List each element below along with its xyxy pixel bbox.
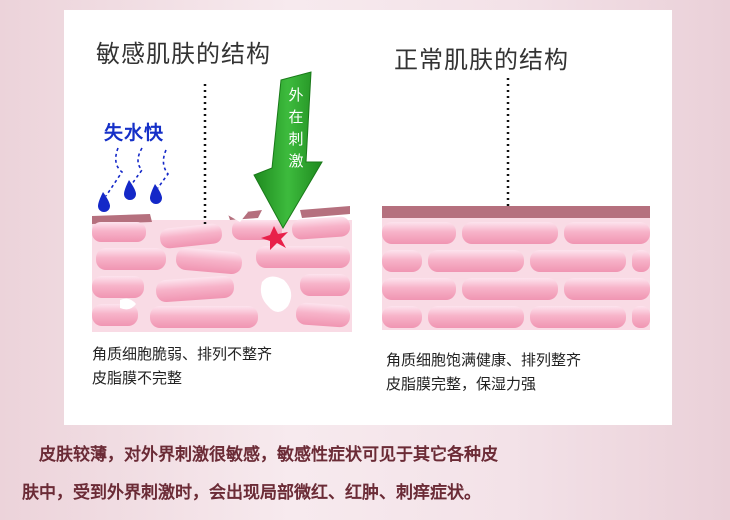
skin-cell <box>96 248 166 270</box>
sebum-fragment <box>300 206 350 218</box>
skin-cell <box>382 278 456 300</box>
skin-cell <box>232 220 282 240</box>
skin-cell <box>632 306 650 328</box>
water-drop-icon <box>124 180 136 200</box>
water-drop-icon <box>150 184 162 204</box>
caption-line: 皮脂膜完整，保湿力强 <box>386 375 537 393</box>
external-stimulus-arrow <box>253 71 323 230</box>
skin-cell <box>176 247 242 275</box>
arrow-char: 刺 <box>288 130 304 148</box>
cell-gap <box>120 298 136 310</box>
skin-cell <box>564 278 650 300</box>
skin-cell <box>564 222 650 244</box>
external-stimulus-label: 外 在 刺 激 <box>286 84 306 172</box>
description-line: 皮肤较薄，对外界刺激很敏感，敏感性症状可见于其它各种皮 <box>22 445 498 465</box>
sebum-layer <box>382 206 650 218</box>
water-drop-icon <box>98 192 110 212</box>
skin-cell <box>632 250 650 272</box>
skin-cell <box>256 246 350 268</box>
skin-cell <box>382 222 456 244</box>
skin-cell <box>530 250 626 272</box>
skin-cell <box>291 216 351 240</box>
caption-line: 皮脂膜不完整 <box>92 369 183 387</box>
sensitive-skin-caption: 角质细胞脆弱、排列不整齐 皮脂膜不完整 <box>92 342 272 390</box>
skin-cell <box>428 306 524 328</box>
skin-cell <box>382 250 422 272</box>
normal-skin-caption: 角质细胞饱满健康、排列整齐 皮脂膜完整，保湿力强 <box>386 348 581 396</box>
sensitive-skin-title: 敏感肌肤的结构 <box>96 40 271 68</box>
skin-cell <box>156 275 234 303</box>
normal-skin-title: 正常肌肤的结构 <box>394 46 569 74</box>
skin-cell <box>300 274 350 296</box>
arrow-char: 激 <box>288 152 304 170</box>
cell-gap <box>260 276 292 312</box>
skin-cell <box>295 302 351 328</box>
description-line: 肤中，受到外界刺激时，会出现局部微红、红肿、刺痒症状。 <box>22 483 481 503</box>
normal-skin-layer <box>382 206 650 330</box>
sebum-fragment <box>92 214 152 224</box>
skin-cell <box>160 223 222 249</box>
skin-cell <box>92 304 138 326</box>
sensitive-skin-layer <box>92 204 352 332</box>
skin-cell <box>462 222 558 244</box>
skin-cell <box>150 306 258 328</box>
skin-cell <box>382 306 422 328</box>
skin-cell <box>530 306 626 328</box>
arrow-char: 在 <box>288 108 304 126</box>
description-paragraph: 皮肤较薄，对外界刺激很敏感，敏感性症状可见于其它各种皮 肤中，受到外界刺激时，会… <box>22 436 712 512</box>
water-loss-drops <box>98 147 170 212</box>
caption-line: 角质细胞脆弱、排列不整齐 <box>92 345 273 363</box>
water-loss-label: 失水快 <box>104 122 165 144</box>
arrow-char: 外 <box>288 86 304 104</box>
skin-cell <box>92 276 144 298</box>
caption-line: 角质细胞饱满健康、排列整齐 <box>386 351 582 369</box>
skin-cell <box>92 222 146 242</box>
cell-gap <box>226 204 248 222</box>
skin-cell <box>428 250 524 272</box>
irritation-mark <box>261 226 288 250</box>
skin-cell <box>462 278 558 300</box>
